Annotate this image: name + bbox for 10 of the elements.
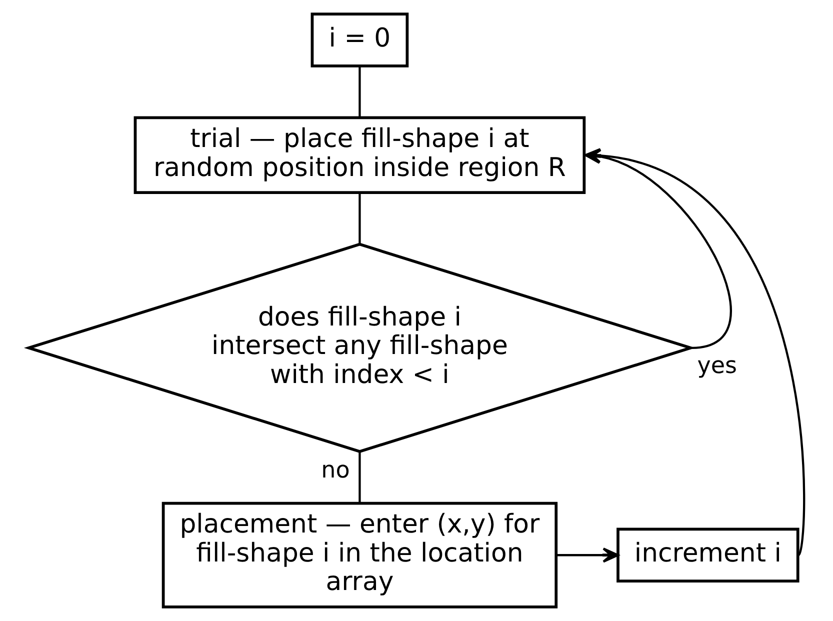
node-box: increment i — [616, 528, 800, 582]
edge-label: no — [321, 457, 350, 484]
connector — [358, 452, 361, 504]
node-box: placement — enter (x,y) for fill-shape i in the location array — [162, 502, 558, 608]
node-box: trial — place fill-shape i at random position inside region R — [134, 116, 586, 194]
edge-label: yes — [697, 352, 738, 379]
node-box: i = 0 — [310, 12, 409, 68]
arrow — [556, 548, 619, 563]
connector — [358, 66, 361, 118]
connector — [358, 192, 361, 244]
